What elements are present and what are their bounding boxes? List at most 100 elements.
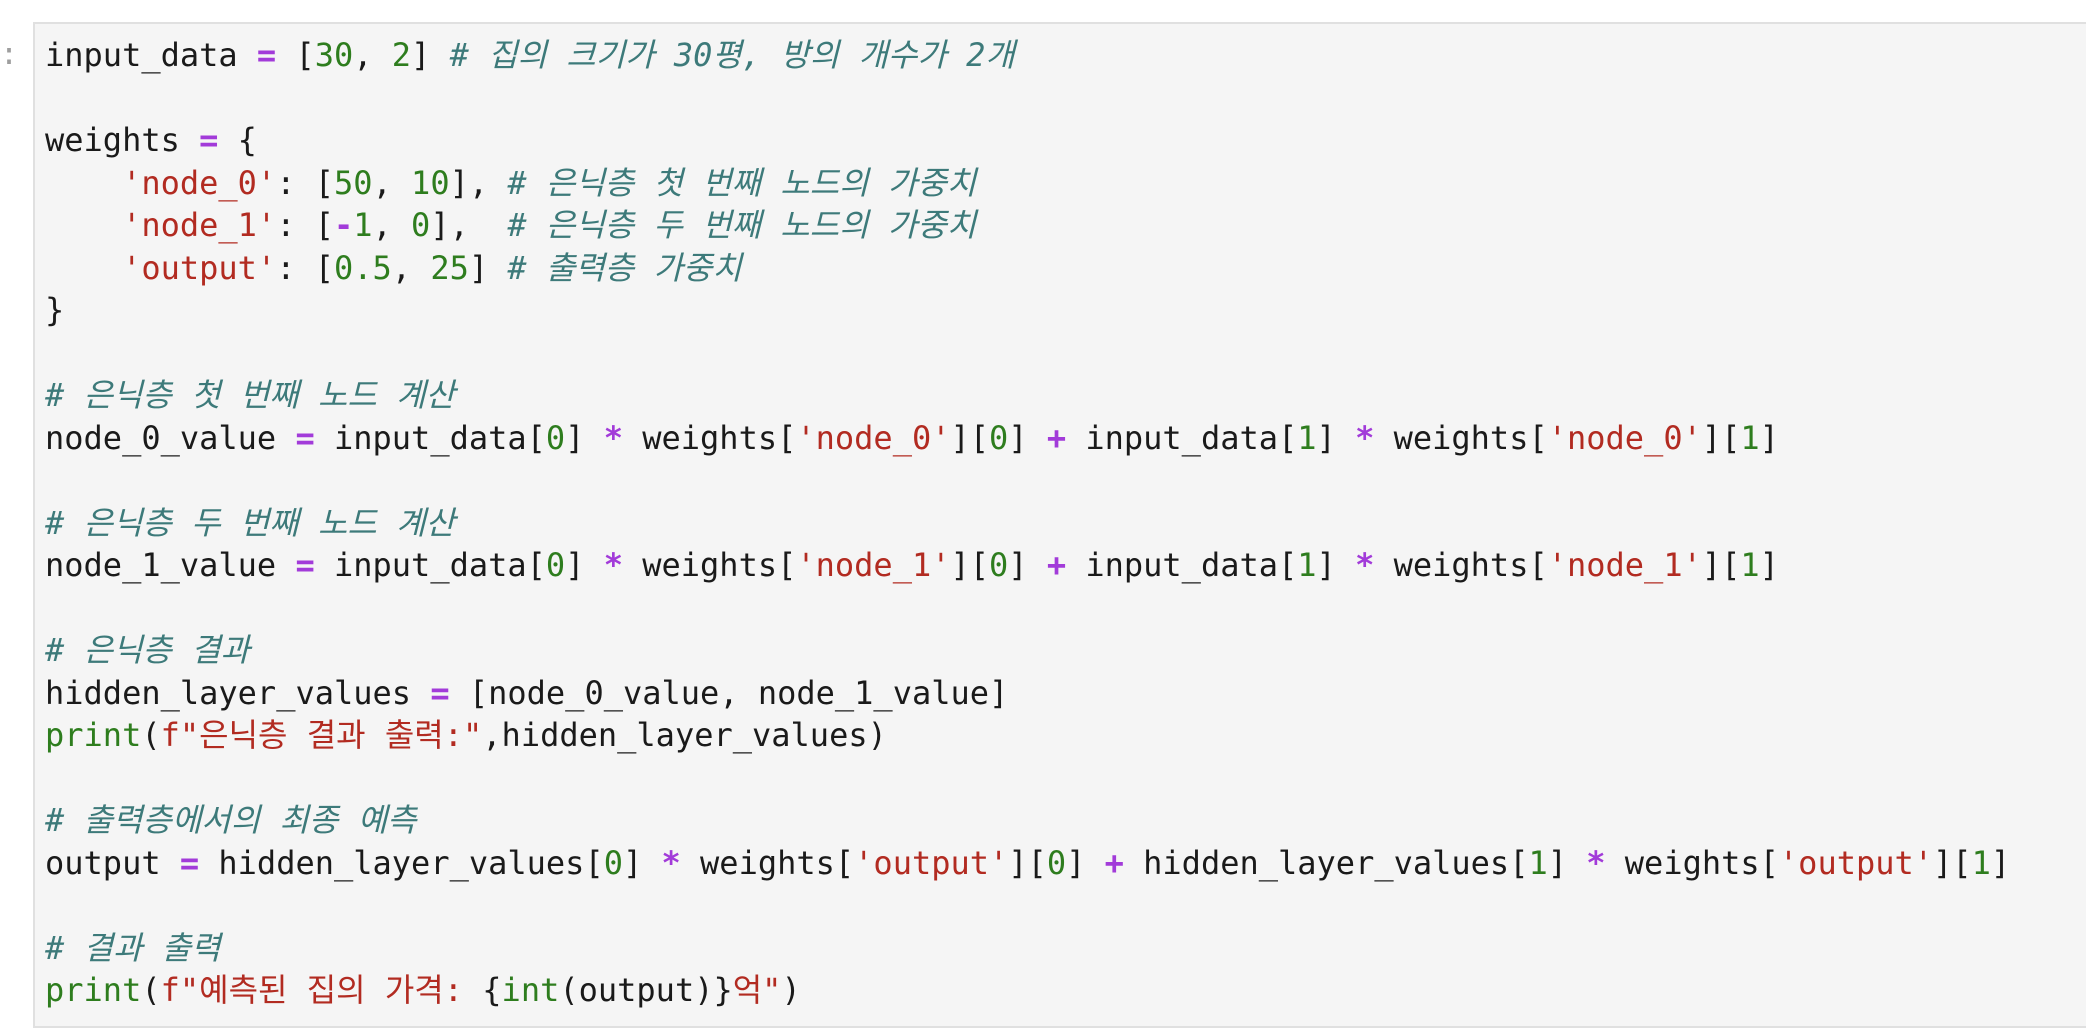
operator-token: = xyxy=(295,418,315,457)
code-text: , xyxy=(353,36,392,74)
builtin-token: print xyxy=(45,716,142,754)
operator-token: + xyxy=(1104,843,1124,882)
number-token: 50 xyxy=(333,163,373,202)
code-text: , xyxy=(372,163,412,202)
comment-token: # 결과 출력 xyxy=(45,928,221,967)
code-text: output xyxy=(45,843,180,882)
code-line: # 결과 출력 xyxy=(45,927,2010,970)
number-token: 2 xyxy=(391,36,412,74)
code-text: ] xyxy=(1316,418,1356,457)
code-line: output = hidden_layer_values[0] * weight… xyxy=(45,842,2010,885)
number-token: 10 xyxy=(411,163,450,202)
code-text: , xyxy=(372,206,412,244)
code-text: node_1_value xyxy=(45,546,296,584)
number-token: 30 xyxy=(314,36,354,74)
number-token: 1 xyxy=(1971,843,1991,882)
operator-token: * xyxy=(1355,418,1375,457)
code-text: ] xyxy=(622,843,662,882)
code-text: ], xyxy=(449,163,508,202)
operator-token: + xyxy=(1046,418,1067,457)
operator-token: = xyxy=(179,843,200,882)
string-token: 'node_1' xyxy=(796,546,951,584)
code-cell[interactable] xyxy=(33,22,2086,1028)
code-text: } xyxy=(45,291,65,329)
comment-token: # 집의 크기가 30평, 방의 개수가 2개 xyxy=(449,36,1015,74)
string-token: f"은닉층 결과 출력:" xyxy=(160,716,483,754)
code-text: hidden_layer_values[ xyxy=(199,843,604,882)
comment-token: # 은닉층 결과 xyxy=(45,631,250,669)
code-line: weights = { xyxy=(45,119,2010,162)
code-text: ][ xyxy=(1701,418,1741,457)
code-text: , xyxy=(391,248,431,287)
operator-token: * xyxy=(603,546,623,584)
number-token: 0 xyxy=(1046,843,1067,882)
code-text: (output)} xyxy=(559,971,733,1009)
string-token: 'node_1' xyxy=(122,206,277,244)
code-text: ] xyxy=(565,418,604,457)
number-token: 0 xyxy=(603,843,623,882)
code-text: node_0_value xyxy=(45,418,296,457)
string-token: 'output' xyxy=(1778,843,1934,882)
code-text: input_data[ xyxy=(1066,418,1298,457)
code-text: : [ xyxy=(276,163,334,202)
comment-token: # 은닉층 첫 번째 노드의 가중치 xyxy=(507,163,977,202)
code-text: ( xyxy=(141,716,161,754)
code-text: ] xyxy=(565,546,604,584)
code-text: input_data[ xyxy=(1066,546,1298,584)
code-text: weights[ xyxy=(622,418,797,457)
number-token: 1 xyxy=(1740,546,1760,584)
code-line: node_0_value = input_data[0] * weights['… xyxy=(45,417,2010,460)
code-line: node_1_value = input_data[0] * weights['… xyxy=(45,544,2010,587)
code-text: ] xyxy=(1990,843,2011,882)
number-token: 1 xyxy=(1528,843,1548,882)
string-token: 'output' xyxy=(854,843,1009,882)
code-text: ] xyxy=(1759,546,1779,584)
number-token: 0 xyxy=(411,206,431,244)
code-text: input_data xyxy=(45,36,257,74)
string-token: 'node_1' xyxy=(1547,546,1702,584)
number-token: 0.5 xyxy=(333,248,392,287)
code-line: print(f"예측된 집의 가격: {int(output)}억") xyxy=(45,969,2010,1012)
string-token: 'node_0' xyxy=(796,418,951,457)
code-text: weights[ xyxy=(680,843,855,882)
code-line: } xyxy=(45,289,2010,332)
code-text: : [ xyxy=(276,206,334,244)
string-token: 'output' xyxy=(122,248,277,287)
operator-token: = xyxy=(256,36,277,74)
operator-token: = xyxy=(199,121,219,159)
code-line xyxy=(45,77,2010,120)
code-text: ], xyxy=(430,206,508,244)
operator-token: = xyxy=(430,673,450,712)
comment-token: # 출력층 가중치 xyxy=(507,248,742,287)
comment-token: # 은닉층 첫 번째 노드 계산 xyxy=(45,376,455,414)
code-line: hidden_layer_values = [node_0_value, nod… xyxy=(45,672,2010,715)
code-editor[interactable]: input_data = [30, 2] # 집의 크기가 30평, 방의 개수… xyxy=(45,34,2010,1012)
cell-prompt-marker: : xyxy=(0,37,19,72)
code-text xyxy=(45,164,122,202)
code-text: ][ xyxy=(1933,843,1972,882)
string-token: f"예측된 집의 가격: xyxy=(160,971,483,1009)
number-token: 0 xyxy=(545,418,566,457)
comment-token: # 은닉층 두 번째 노드 계산 xyxy=(45,503,455,542)
code-text: input_data[ xyxy=(314,418,546,457)
number-token: 1 xyxy=(1297,546,1317,584)
number-token: 1 xyxy=(1297,418,1317,457)
code-text: hidden_layer_values[ xyxy=(1123,843,1529,882)
code-line: # 은닉층 결과 xyxy=(45,629,2010,672)
code-text: ] xyxy=(411,36,450,74)
code-text xyxy=(45,206,122,244)
code-text: weights xyxy=(45,121,200,159)
code-text: weights[ xyxy=(622,546,797,584)
code-line: 'output': [0.5, 25] # 출력층 가중치 xyxy=(45,247,2010,290)
code-text: [ xyxy=(276,36,315,74)
operator-token: + xyxy=(1046,546,1067,584)
operator-token: * xyxy=(661,843,681,882)
number-token: 1 xyxy=(353,206,373,244)
code-text: input_data[ xyxy=(314,546,546,584)
operator-token: * xyxy=(1355,546,1375,584)
code-text: ] xyxy=(1008,546,1047,584)
code-line xyxy=(45,587,2010,630)
comment-token: # 은닉층 두 번째 노드의 가중치 xyxy=(507,206,977,244)
code-line: 'node_0': [50, 10], # 은닉층 첫 번째 노드의 가중치 xyxy=(45,162,2010,205)
code-line: # 은닉층 두 번째 노드 계산 xyxy=(45,502,2010,545)
